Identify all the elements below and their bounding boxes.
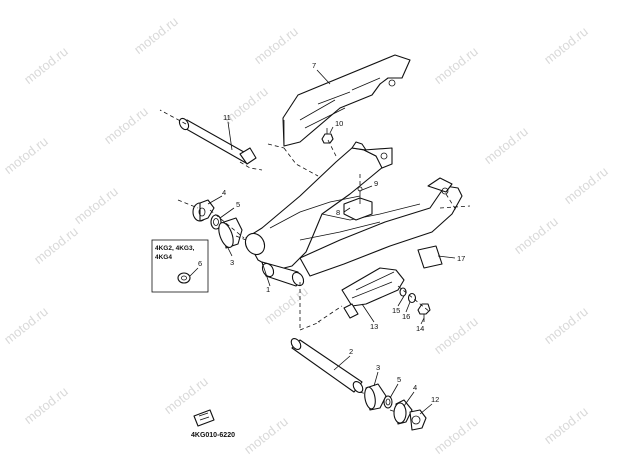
watermark: motod.ru	[161, 374, 211, 417]
watermark: motod.ru	[131, 14, 181, 57]
watermark: motod.ru	[1, 134, 51, 177]
callout-16: 16	[402, 312, 410, 321]
callout-10: 10	[335, 119, 343, 128]
inset-label-line1: 4KG2, 4KG3,	[155, 245, 195, 252]
callout-17: 17	[457, 254, 465, 263]
callout-11: 11	[223, 113, 231, 122]
watermark: motod.ru	[251, 24, 301, 67]
callout-1: 1	[266, 285, 270, 294]
callout-14: 14	[416, 324, 424, 333]
watermark: motod.ru	[431, 44, 481, 87]
inset-label-line2: 4KG4	[155, 254, 172, 261]
leader-lines	[189, 69, 456, 415]
callouts: 7 11 10 9 8 4 5 3 1 17 15 16 14 13 2 3 5…	[198, 61, 465, 404]
right-pivot-set	[364, 383, 427, 431]
watermark: motod.ru	[431, 414, 481, 457]
callout-2: 2	[349, 347, 353, 356]
watermark: motod.ru	[481, 124, 531, 167]
drawing-code: 4KG010-6220	[191, 432, 235, 439]
swingarm	[244, 141, 463, 287]
callout-6: 6	[198, 259, 202, 268]
assembly-axis-lines	[159, 109, 471, 413]
watermark: motod.ru	[1, 304, 51, 347]
drawing-id: 4KG010-6220	[191, 409, 235, 439]
watermark: motod.ru	[71, 184, 121, 227]
callout-4b: 4	[413, 383, 417, 392]
watermark: motod.ru	[241, 414, 291, 457]
callout-3b: 3	[376, 363, 380, 372]
brake-hose-holder	[343, 186, 373, 221]
callout-9: 9	[374, 179, 378, 188]
callout-15: 15	[392, 306, 400, 315]
callout-5: 5	[236, 200, 240, 209]
callout-5b: 5	[397, 375, 401, 384]
watermark: motod.ru	[21, 384, 71, 427]
callout-4: 4	[222, 188, 226, 197]
watermark: motod.ru	[541, 304, 591, 347]
watermark: motod.ru	[21, 44, 71, 87]
watermark: motod.ru	[431, 314, 481, 357]
bolt-10	[321, 128, 334, 144]
left-pivot-set	[192, 199, 243, 249]
watermark: motod.ru	[541, 24, 591, 67]
pivot-shaft	[178, 117, 257, 165]
callout-12: 12	[431, 395, 439, 404]
callout-3: 3	[230, 258, 234, 267]
rear-shaft	[290, 338, 364, 393]
watermark: motod.ru	[101, 104, 151, 147]
chain-guard	[282, 54, 411, 147]
callout-7: 7	[312, 61, 316, 70]
callout-13: 13	[370, 322, 378, 331]
inset-frame	[151, 239, 209, 293]
chain-guide	[341, 267, 405, 319]
watermark: motod.ru	[541, 404, 591, 447]
engine-logo-icon	[193, 409, 215, 427]
guide-fasteners	[399, 287, 431, 322]
watermark: motod.ru	[31, 224, 81, 267]
callout-8: 8	[336, 208, 340, 217]
watermark: motod.ru	[561, 164, 611, 207]
variant-inset: 4KG2, 4KG3, 4KG4	[151, 239, 209, 293]
caution-label	[417, 245, 443, 269]
watermark: motod.ru	[511, 214, 561, 257]
